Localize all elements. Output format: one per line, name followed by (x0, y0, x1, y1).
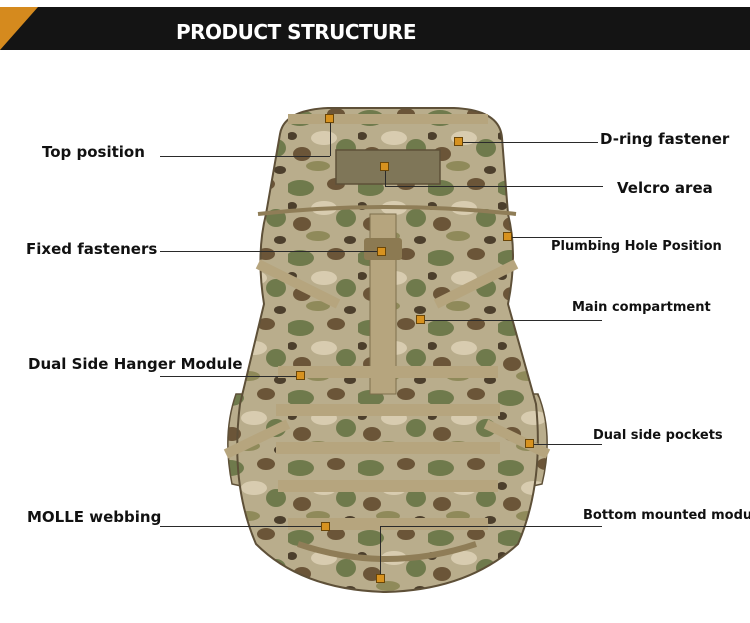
marker-molle-webbing (321, 522, 330, 531)
leader-line-fixed-fasteners (160, 251, 378, 252)
leader-line-plumbing-hole-position (512, 237, 602, 238)
marker-top-position (325, 114, 334, 123)
leader-line-molle-webbing (160, 526, 323, 527)
callout-label-bottom-mounted-module: Bottom mounted modu (583, 508, 750, 523)
leader-line-main-compartment (425, 320, 602, 321)
callout-label-dual-side-pockets: Dual side pockets (593, 428, 723, 443)
leader-line-bottom-mounted-module (380, 526, 602, 527)
leader-line-top-position (160, 156, 330, 157)
leader-line-dual-side-hanger-module (160, 376, 298, 377)
leader-line-d-ring-fastener (463, 142, 598, 143)
marker-plumbing-hole-position (503, 232, 512, 241)
marker-d-ring-fastener (454, 137, 463, 146)
marker-velcro-area (380, 162, 389, 171)
backpack-image (223, 107, 551, 594)
leader-line-bottom-mounted-module-v (380, 526, 381, 574)
callout-label-velcro-area: Velcro area (617, 179, 713, 197)
marker-main-compartment (416, 315, 425, 324)
leader-line-dual-side-pockets (534, 444, 602, 445)
leader-line-velcro-area (385, 186, 603, 187)
marker-fixed-fasteners (377, 247, 386, 256)
leader-line-top-position-v (330, 119, 331, 156)
marker-bottom-mounted-module (376, 574, 385, 583)
callout-label-main-compartment: Main compartment (572, 300, 711, 315)
callout-label-d-ring-fastener: D-ring fastener (600, 130, 730, 148)
header-accent (0, 7, 38, 50)
callout-label-plumbing-hole-position: Plumbing Hole Position (551, 239, 722, 254)
callout-label-top-position: Top position (42, 143, 145, 161)
marker-dual-side-hanger-module (296, 371, 305, 380)
callout-label-molle-webbing: MOLLE webbing (27, 508, 162, 526)
header-bar (0, 7, 750, 50)
callout-label-dual-side-hanger-module: Dual Side Hanger Module (28, 355, 243, 373)
page-title: PRODUCT STRUCTURE (176, 20, 417, 44)
marker-dual-side-pockets (525, 439, 534, 448)
callout-label-fixed-fasteners: Fixed fasteners (26, 240, 158, 258)
leader-line-velcro-area-v (385, 170, 386, 186)
